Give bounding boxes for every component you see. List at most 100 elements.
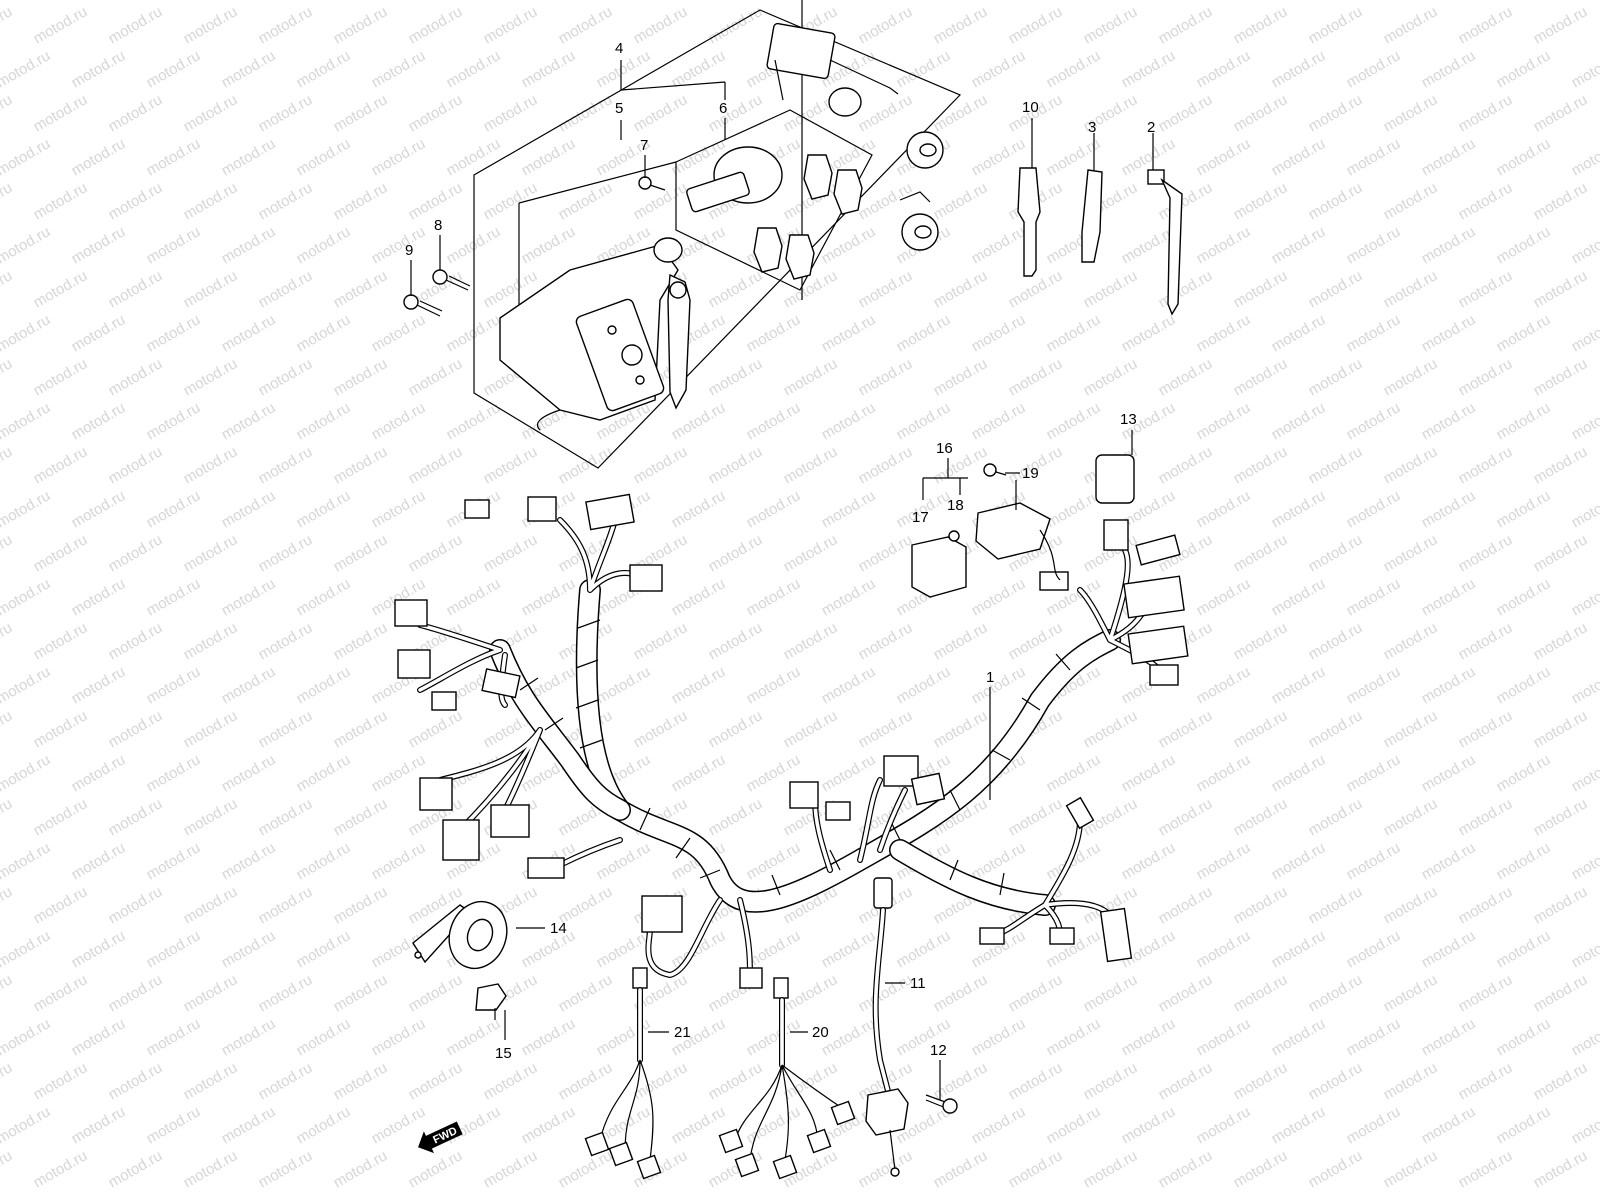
callout-5: 5: [615, 100, 623, 117]
watermark-text: motod.ru: [1269, 223, 1329, 267]
watermark-text: motod.ru: [256, 355, 316, 399]
watermark-text: motod.ru: [1531, 91, 1591, 135]
watermark-text: motod.ru: [144, 663, 204, 707]
watermark-text: motod.ru: [1494, 47, 1554, 91]
watermark-text: motod.ru: [1569, 311, 1600, 355]
watermark-text: motod.ru: [219, 575, 279, 619]
watermark-text: motod.ru: [1456, 531, 1516, 575]
watermark-text: motod.ru: [1156, 1147, 1216, 1191]
watermark-text: motod.ru: [219, 47, 279, 91]
watermark-text: motod.ru: [819, 575, 879, 619]
watermark-text: motod.ru: [1531, 883, 1591, 927]
watermark-text: motod.ru: [1569, 0, 1600, 3]
watermark-text: motod.ru: [1269, 135, 1329, 179]
watermark-text: motod.ru: [669, 663, 729, 707]
watermark-text: motod.ru: [1044, 0, 1104, 3]
watermark-text: motod.ru: [969, 399, 1029, 443]
watermark-text: motod.ru: [1456, 3, 1516, 47]
callout-6: 6: [719, 100, 727, 117]
watermark-text: motod.ru: [1494, 1103, 1554, 1147]
watermark-text: motod.ru: [0, 795, 15, 839]
watermark-text: motod.ru: [1231, 1147, 1291, 1191]
watermark-text: motod.ru: [1381, 971, 1441, 1015]
watermark-text: motod.ru: [1569, 663, 1600, 707]
watermark-text: motod.ru: [856, 267, 916, 311]
watermark-text: motod.ru: [1269, 1103, 1329, 1147]
watermark-text: motod.ru: [331, 971, 391, 1015]
watermark-text: motod.ru: [669, 751, 729, 795]
watermark-text: motod.ru: [294, 399, 354, 443]
watermark-text: motod.ru: [294, 1015, 354, 1059]
watermark-text: motod.ru: [294, 927, 354, 971]
watermark-text: motod.ru: [31, 91, 91, 135]
watermark-text: motod.ru: [744, 663, 804, 707]
watermark-text: motod.ru: [181, 267, 241, 311]
watermark-text: motod.ru: [331, 1147, 391, 1191]
watermark-text: motod.ru: [969, 0, 1029, 3]
watermark-text: motod.ru: [444, 223, 504, 267]
watermark-text: motod.ru: [219, 135, 279, 179]
watermark-text: motod.ru: [219, 399, 279, 443]
watermark-text: motod.ru: [481, 91, 541, 135]
watermark-text: motod.ru: [256, 91, 316, 135]
watermark-text: motod.ru: [519, 135, 579, 179]
watermark-text: motod.ru: [894, 0, 954, 3]
watermark-text: motod.ru: [481, 179, 541, 223]
callout-10: 10: [1022, 99, 1039, 116]
screw-7: [638, 176, 666, 191]
watermark-text: motod.ru: [1006, 795, 1066, 839]
watermark-text: motod.ru: [369, 1103, 429, 1147]
watermark-text: motod.ru: [1419, 399, 1479, 443]
watermark-text: motod.ru: [106, 1059, 166, 1103]
watermark-text: motod.ru: [556, 1059, 616, 1103]
watermark-text: motod.ru: [856, 355, 916, 399]
watermark-text: motod.ru: [1456, 795, 1516, 839]
watermark-text: motod.ru: [1081, 3, 1141, 47]
watermark-text: motod.ru: [1419, 927, 1479, 971]
watermark-text: motod.ru: [1156, 883, 1216, 927]
watermark-text: motod.ru: [369, 1015, 429, 1059]
watermark-text: motod.ru: [1231, 795, 1291, 839]
watermark-text: motod.ru: [406, 531, 466, 575]
watermark-text: motod.ru: [1381, 1147, 1441, 1191]
watermark-text: motod.ru: [594, 927, 654, 971]
watermark-text: motod.ru: [819, 0, 879, 3]
watermark-text: motod.ru: [444, 0, 504, 3]
watermark-text: motod.ru: [1531, 707, 1591, 751]
watermark-text: motod.ru: [331, 91, 391, 135]
watermark-text: motod.ru: [669, 487, 729, 531]
watermark-text: motod.ru: [1269, 311, 1329, 355]
watermark-text: motod.ru: [369, 0, 429, 3]
watermark-text: motod.ru: [69, 1103, 129, 1147]
watermark-text: motod.ru: [1044, 1015, 1104, 1059]
lock-cylinder-set: [686, 22, 944, 280]
watermark-text: motod.ru: [0, 1059, 15, 1103]
watermark-text: motod.ru: [1419, 311, 1479, 355]
watermark-text: motod.ru: [1494, 751, 1554, 795]
watermark-text: motod.ru: [406, 355, 466, 399]
watermark-text: motod.ru: [69, 135, 129, 179]
horn: [412, 900, 508, 970]
watermark-text: motod.ru: [1344, 223, 1404, 267]
watermark-text: motod.ru: [331, 443, 391, 487]
watermark-text: motod.ru: [69, 927, 129, 971]
watermark-text: motod.ru: [1156, 443, 1216, 487]
callout-19: 19: [1022, 465, 1039, 482]
watermark-text: motod.ru: [1081, 1147, 1141, 1191]
callout-21: 21: [674, 1024, 691, 1041]
watermark-text: motod.ru: [1119, 47, 1179, 91]
watermark-text: motod.ru: [0, 619, 15, 663]
watermark-text: motod.ru: [1194, 751, 1254, 795]
watermark-text: motod.ru: [106, 91, 166, 135]
watermark-text: motod.ru: [1306, 883, 1366, 927]
watermark-text: motod.ru: [69, 0, 129, 3]
watermark-text: motod.ru: [294, 575, 354, 619]
watermark-text: motod.ru: [294, 223, 354, 267]
leader-lines: [410, 60, 1154, 1100]
watermark-text: motod.ru: [1494, 223, 1554, 267]
watermark-text: motod.ru: [1156, 355, 1216, 399]
watermark-text: motod.ru: [1381, 619, 1441, 663]
watermark-text: motod.ru: [781, 619, 841, 663]
watermark-text: motod.ru: [669, 1103, 729, 1147]
